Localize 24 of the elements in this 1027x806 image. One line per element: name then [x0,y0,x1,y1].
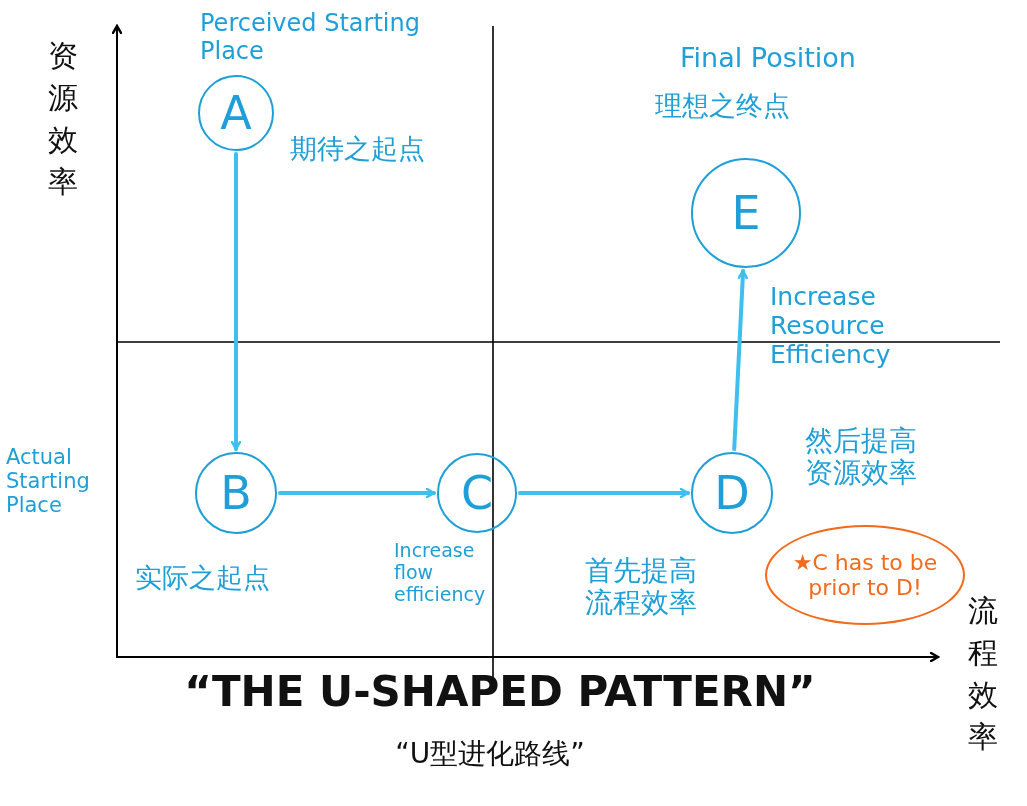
circle-node: E [691,158,801,268]
node-caption: Final Position [680,42,857,74]
node-caption: 实际之起点 [135,562,271,594]
node-caption: Actual Starting Place [6,445,91,518]
node-caption: Increase flow efficiency [394,540,487,606]
circle-node: C [437,453,517,533]
axis-label: 流程效率 [968,592,999,756]
title: “THE U-SHAPED PATTERN” [183,668,817,717]
note-ellipse: ★C has to be prior to D! [765,525,965,625]
annotation-text: Increase Resource Efficiency [770,283,892,370]
arrow [732,268,748,452]
node-caption: Perceived Starting Place [200,10,421,66]
arrow [230,152,242,451]
node-caption: 期待之起点 [290,133,426,165]
arrow [518,487,690,499]
annotation-text: 首先提高流程效率 [585,555,698,620]
caption: “U型进化路线” [394,738,586,771]
axis-label: 资源效率 [48,37,79,201]
arrow [278,487,436,499]
annotation-text: 然后提高资源效率 [805,425,918,490]
node-caption: 理想之终点 [655,90,791,122]
circle-node: A [198,75,274,151]
circle-node: B [195,452,277,534]
circle-node: D [691,452,773,534]
